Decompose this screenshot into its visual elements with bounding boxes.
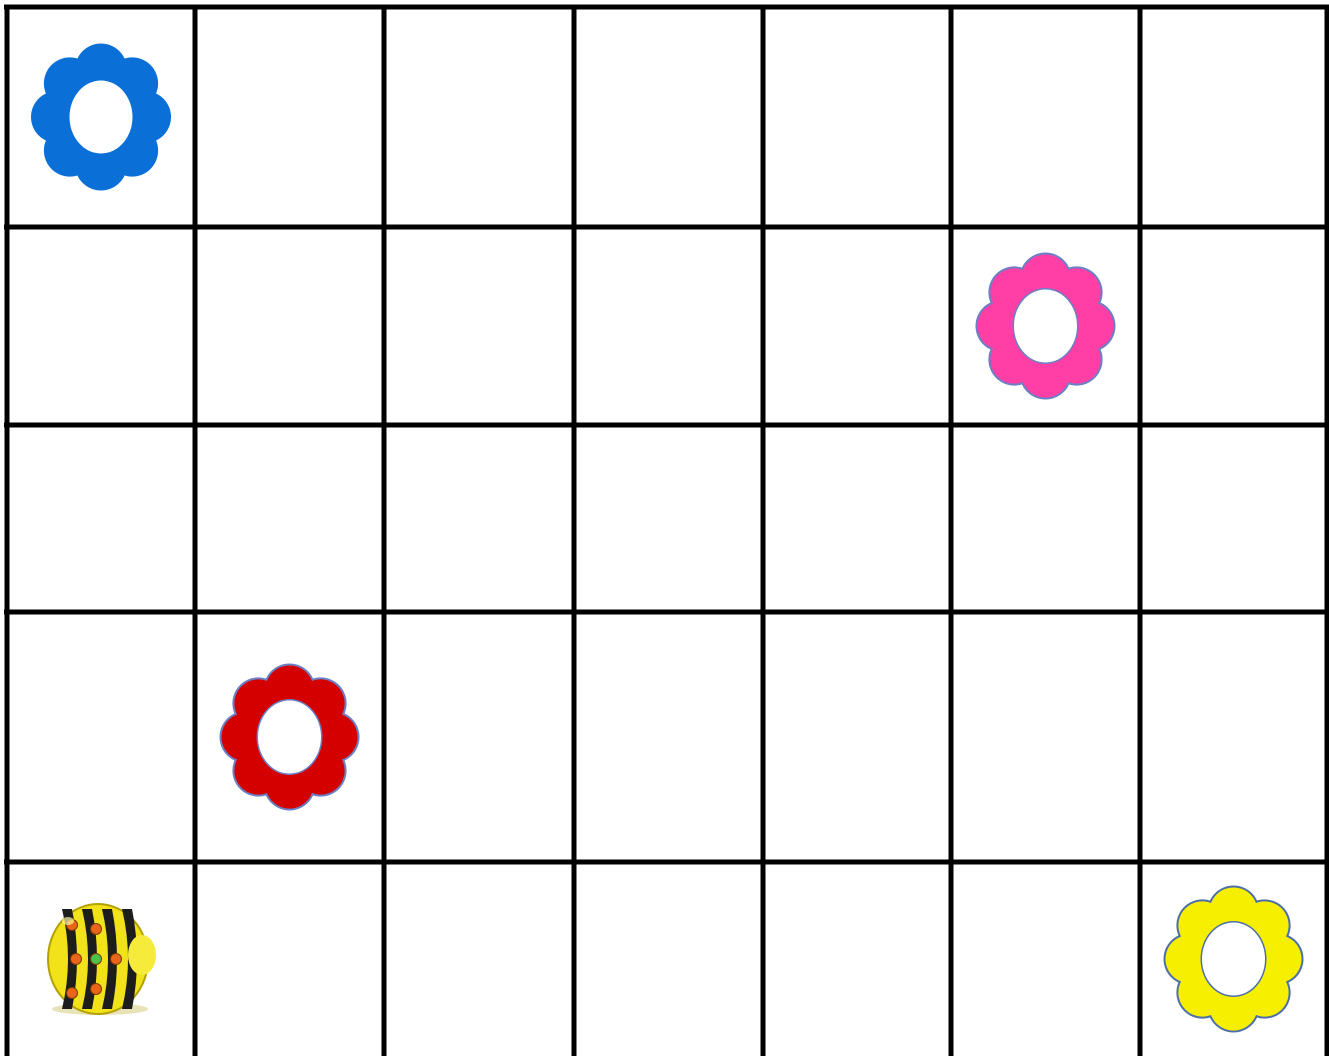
grid-line-horizontal	[4, 5, 1329, 10]
grid-line-vertical	[949, 5, 954, 1056]
bee-bot-go-button	[91, 954, 102, 965]
grid-line-vertical	[572, 5, 577, 1056]
grid-line-horizontal	[4, 423, 1329, 428]
grid-line-vertical	[5, 5, 10, 1056]
grid-line-vertical	[1325, 5, 1329, 1056]
red-flower-icon[interactable]	[220, 663, 360, 810]
blue-flower-icon[interactable]	[31, 43, 171, 190]
yellow-flower-icon[interactable]	[1164, 885, 1304, 1032]
grid-line-vertical	[1138, 5, 1143, 1056]
bee-bot-right-button	[111, 954, 122, 965]
grid-line-horizontal	[4, 610, 1329, 615]
grid-line-vertical	[382, 5, 387, 1056]
grid-line-vertical	[193, 5, 198, 1056]
grid-line-horizontal	[4, 225, 1329, 230]
bee-bot-left-button	[71, 954, 82, 965]
bee-bot-forward-button	[91, 924, 102, 935]
grid-line-vertical	[761, 5, 766, 1056]
pink-flower-icon[interactable]	[976, 252, 1116, 399]
grid-line-horizontal	[4, 860, 1329, 865]
bee-bot-backward-button	[91, 984, 102, 995]
bee-bot-clear-button	[67, 988, 78, 999]
